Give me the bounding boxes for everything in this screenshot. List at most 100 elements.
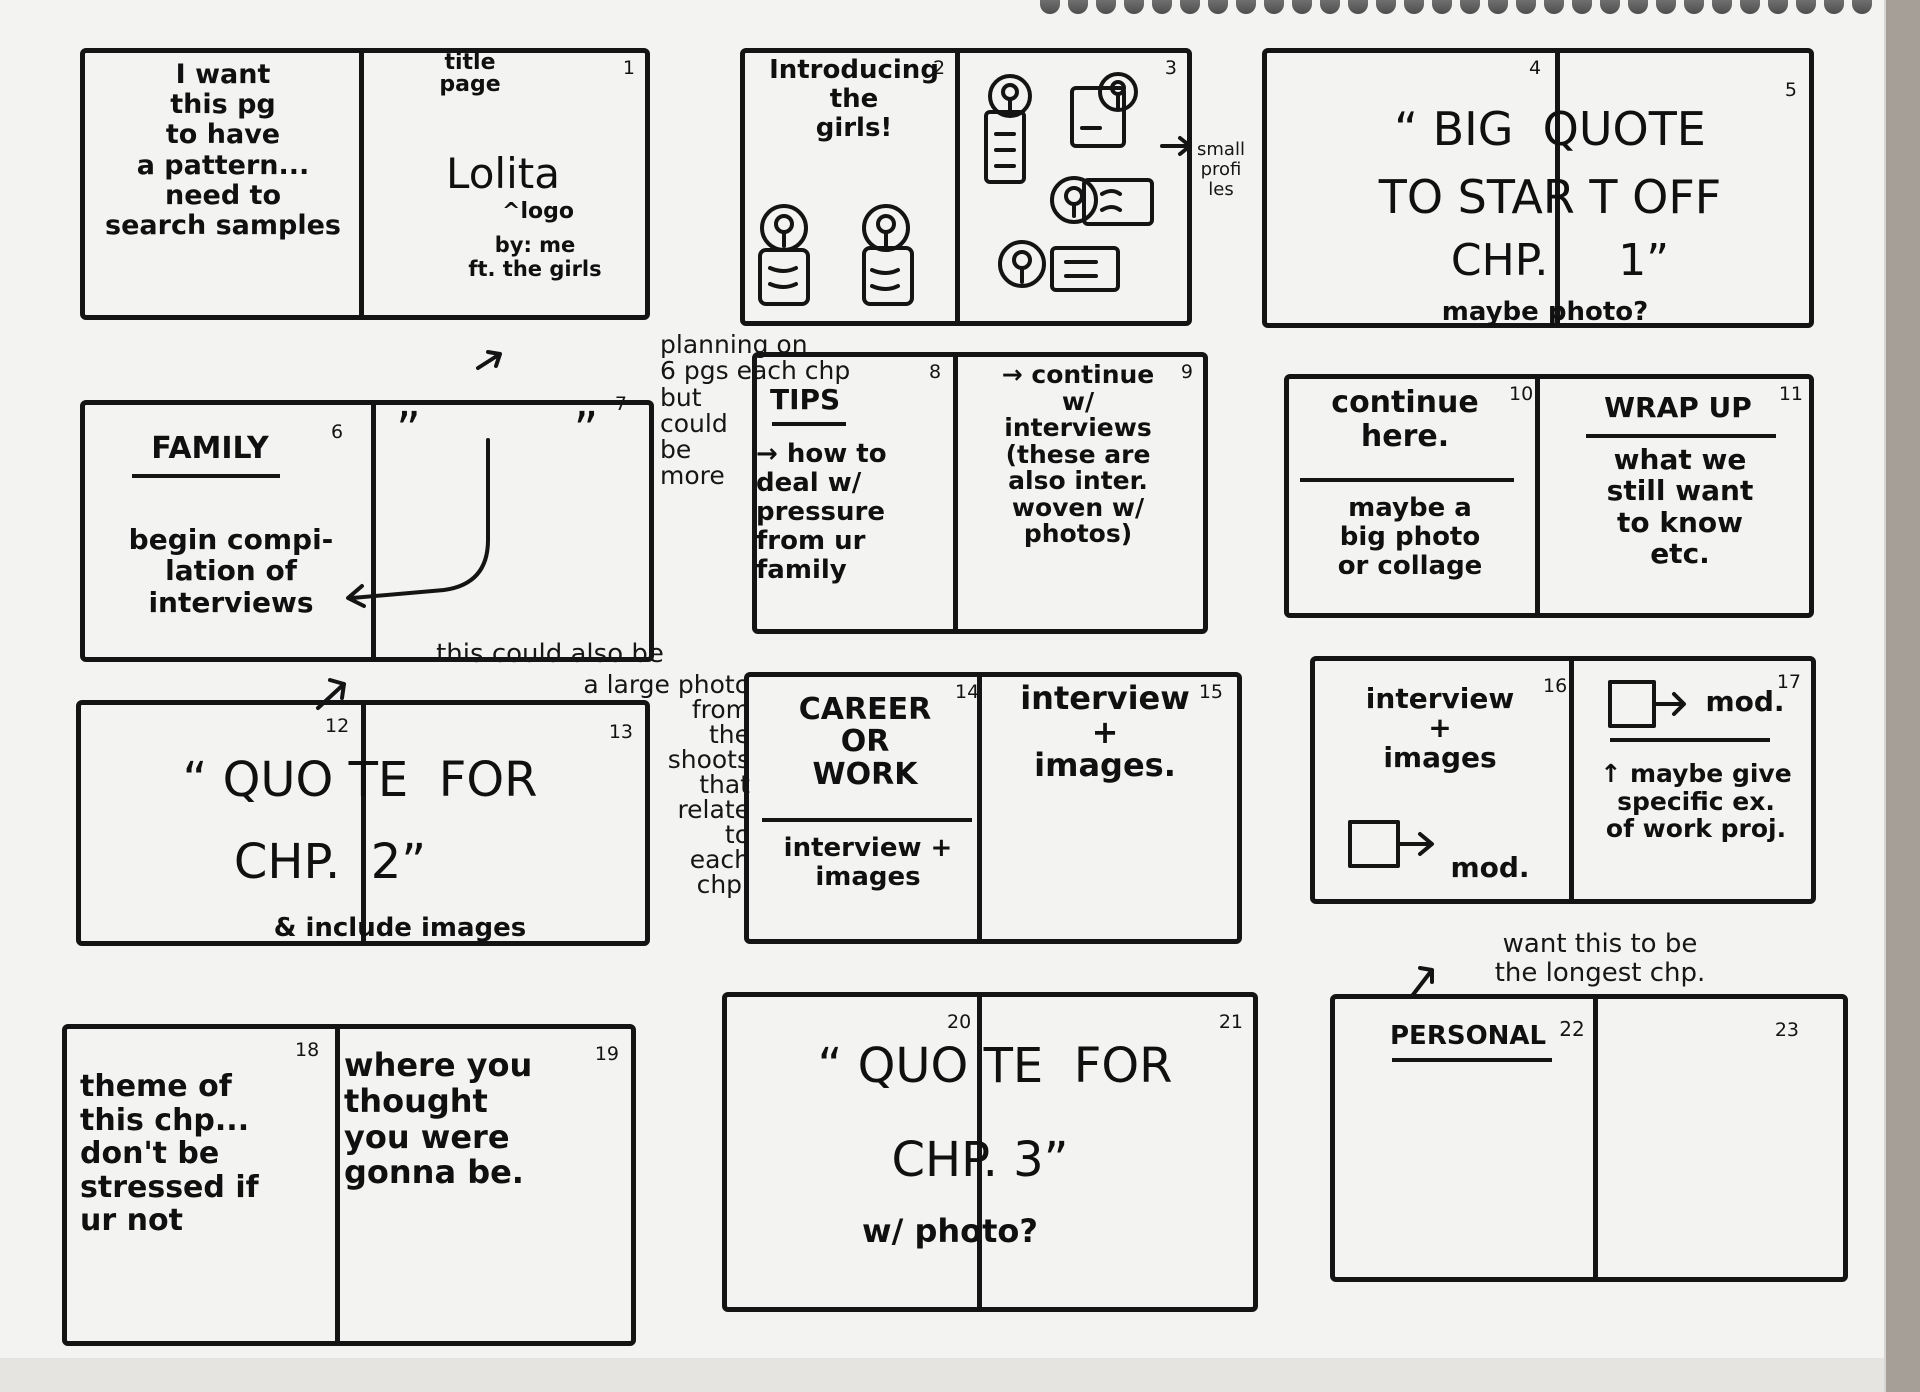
interview-images-text: interview + images: [1365, 682, 1515, 774]
profile-icon: [1070, 72, 1138, 148]
page-number: 16: [1543, 675, 1568, 697]
page-quote-marks: ” ”: [396, 402, 599, 458]
spine: [359, 49, 364, 319]
binding-ring: [1404, 0, 1424, 14]
pattern-note: I want this pg to have a pattern... need…: [105, 59, 341, 242]
divider-line: [1610, 738, 1770, 742]
spread-pages-20-21: 20 21: [722, 992, 1258, 1312]
spine: [977, 993, 982, 1311]
mod-label: mod.: [1450, 851, 1530, 884]
quote-line-2: CHP. 3”: [891, 1132, 1069, 1188]
include-images-caption: & include images: [273, 913, 527, 943]
introducing-girls-text: Introducing the girls!: [769, 55, 939, 144]
page-number: 5: [1784, 79, 1797, 101]
page-number: 14: [955, 681, 980, 703]
binding-ring: [1768, 0, 1788, 14]
heading-underline: [132, 474, 280, 478]
binding-ring: [1488, 0, 1508, 14]
page-number: 15: [1198, 681, 1223, 703]
page-number: 21: [1218, 1011, 1243, 1033]
divider-line: [1300, 478, 1514, 482]
page-number: 13: [608, 721, 633, 743]
page-number: 9: [1180, 361, 1193, 383]
page-number: 22: [1559, 1017, 1585, 1041]
binding-ring: [1740, 0, 1760, 14]
page-number: 1: [622, 57, 635, 79]
spread-pages-4-5: 4 5: [1262, 48, 1814, 328]
binding-ring: [1656, 0, 1676, 14]
quote-line-3: CHP. 1”: [1450, 235, 1670, 286]
page-number: 7: [614, 393, 627, 415]
page-number: 19: [594, 1043, 619, 1065]
spine: [977, 673, 982, 943]
binding-ring: [1460, 0, 1480, 14]
photo-caption: maybe photo?: [1441, 297, 1649, 327]
quote-line-1: “ BIG QUOTE: [1394, 102, 1706, 156]
logo-note: ^logo: [502, 199, 574, 224]
page-number: 8: [929, 361, 942, 383]
quote-line-1: “ QUO TE FOR: [817, 1038, 1173, 1094]
profile-icon: [998, 240, 1120, 292]
spine: [955, 49, 960, 325]
spread-pages-10-11: 10 11: [1284, 374, 1814, 618]
page-number: 23: [1774, 1019, 1799, 1041]
title-page-heading: title page: [439, 50, 501, 97]
photo-note-top: this could also be: [436, 639, 664, 669]
divider-line: [762, 818, 972, 822]
photo-note-side: a large photo from the shoots that relat…: [583, 670, 750, 899]
binding-ring: [1572, 0, 1592, 14]
profile-icon: [984, 74, 1032, 184]
family-heading: FAMILY: [151, 431, 269, 466]
spread-pages-18-19: 18 19: [62, 1024, 636, 1346]
photo-caption: w/ photo?: [862, 1212, 1038, 1250]
spread-pages-8-9: 8 9: [752, 352, 1208, 634]
tips-heading: TIPS: [770, 383, 841, 416]
binding-ring: [1180, 0, 1200, 14]
spine: [953, 353, 958, 633]
page-number: 12: [325, 715, 350, 737]
wrap-up-heading: WRAP UP: [1604, 391, 1752, 424]
spread-pages-16-17: 16 17: [1310, 656, 1816, 904]
binding-ring: [1124, 0, 1144, 14]
binding-ring: [1516, 0, 1536, 14]
career-interview-text: interview + images: [783, 833, 953, 893]
page-number: 17: [1776, 671, 1801, 693]
work-project-text: ↑ maybe give specific ex. of work proj.: [1600, 759, 1792, 843]
spread-pages-12-13: 12 13: [76, 700, 650, 946]
continue-interviews-text: → continue w/ interviews (these are also…: [1001, 360, 1155, 548]
binding-ring: [1852, 0, 1872, 14]
binding-ring: [1824, 0, 1844, 14]
continue-here-heading: continue here.: [1331, 385, 1479, 454]
spread-pages-2-3: 2 3: [740, 48, 1192, 326]
spine: [1569, 657, 1574, 903]
big-photo-text: maybe a big photo or collage: [1337, 493, 1483, 582]
binding-ring: [1348, 0, 1368, 14]
page-number: 3: [1164, 57, 1177, 79]
heading-underline: [772, 422, 846, 426]
page-number: 18: [295, 1039, 320, 1061]
spread-pages-22-23: 23: [1330, 994, 1848, 1282]
mod-label: mod.: [1705, 685, 1785, 718]
binding-ring: [1376, 0, 1396, 14]
logo-text: Lolita: [446, 149, 560, 198]
binding-ring: [1684, 0, 1704, 14]
binding-ring: [1320, 0, 1340, 14]
interviews-compilation-text: begin compi- lation of interviews: [128, 523, 334, 619]
longest-chapter-note: want this to be the longest chp.: [1494, 929, 1706, 988]
interview-images-text: interview + images.: [1020, 679, 1190, 785]
tips-text: → how to deal w/ pressure from ur family: [756, 439, 887, 586]
binding-ring: [1208, 0, 1228, 14]
wrap-up-text: what we still want to know etc.: [1606, 443, 1754, 571]
spine: [1535, 375, 1540, 617]
binding-ring: [1096, 0, 1116, 14]
spine: [361, 701, 366, 945]
page-number: 2: [933, 57, 946, 79]
binding-ring: [1040, 0, 1060, 14]
binding-ring: [1712, 0, 1732, 14]
page-number: 11: [1778, 383, 1803, 405]
where-you-thought-text: where you thought you were gonna be.: [344, 1046, 533, 1192]
spine: [335, 1025, 340, 1345]
binding-ring: [1796, 0, 1816, 14]
binding-ring: [1152, 0, 1172, 14]
